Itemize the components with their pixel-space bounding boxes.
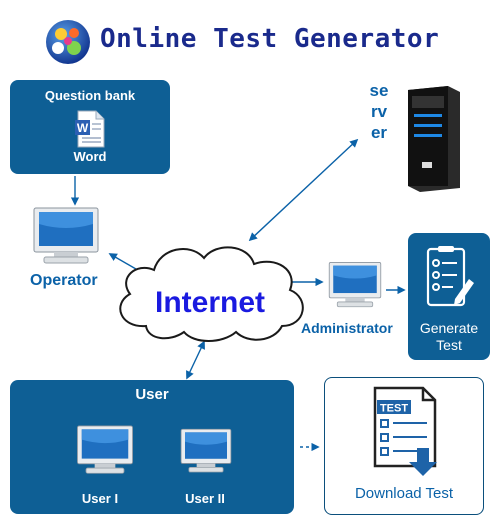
app-logo-icon [44, 18, 92, 66]
word-document-icon: W [74, 110, 106, 148]
svg-text:W: W [77, 121, 89, 135]
word-label: Word [73, 149, 107, 164]
page-title: Online Test Generator [100, 24, 440, 54]
download-test-box: TEST Download Test [324, 377, 484, 515]
checklist-icon [425, 245, 475, 311]
user-1-computer-icon [74, 424, 136, 476]
operator-label: Operator [30, 272, 98, 289]
internet-cloud-icon [108, 240, 313, 346]
server-tower-icon [398, 86, 462, 192]
test-document-icon: TEST [369, 386, 443, 480]
user-2-label: User II [185, 491, 225, 506]
arrow-internet-server [248, 138, 359, 242]
question-bank-box: Question bank W Word [10, 80, 170, 174]
generate-test-label: Generate Test [419, 320, 479, 353]
arrow-internet-user [186, 340, 205, 380]
server-label: server [369, 81, 389, 142]
download-test-label: Download Test [354, 485, 454, 502]
generate-test-box: Generate Test [408, 233, 490, 360]
administrator-computer-icon [326, 258, 384, 312]
question-bank-title: Question bank [44, 88, 136, 103]
internet-label: Internet [154, 286, 265, 319]
user-1-label: User I [81, 491, 119, 506]
user-2-computer-icon [178, 426, 234, 476]
test-doc-label: TEST [380, 403, 408, 415]
operator-computer-icon [30, 206, 102, 266]
user-group-box: User [10, 380, 294, 514]
administrator-label: Administrator [301, 320, 393, 336]
user-group-title: User [135, 386, 169, 403]
